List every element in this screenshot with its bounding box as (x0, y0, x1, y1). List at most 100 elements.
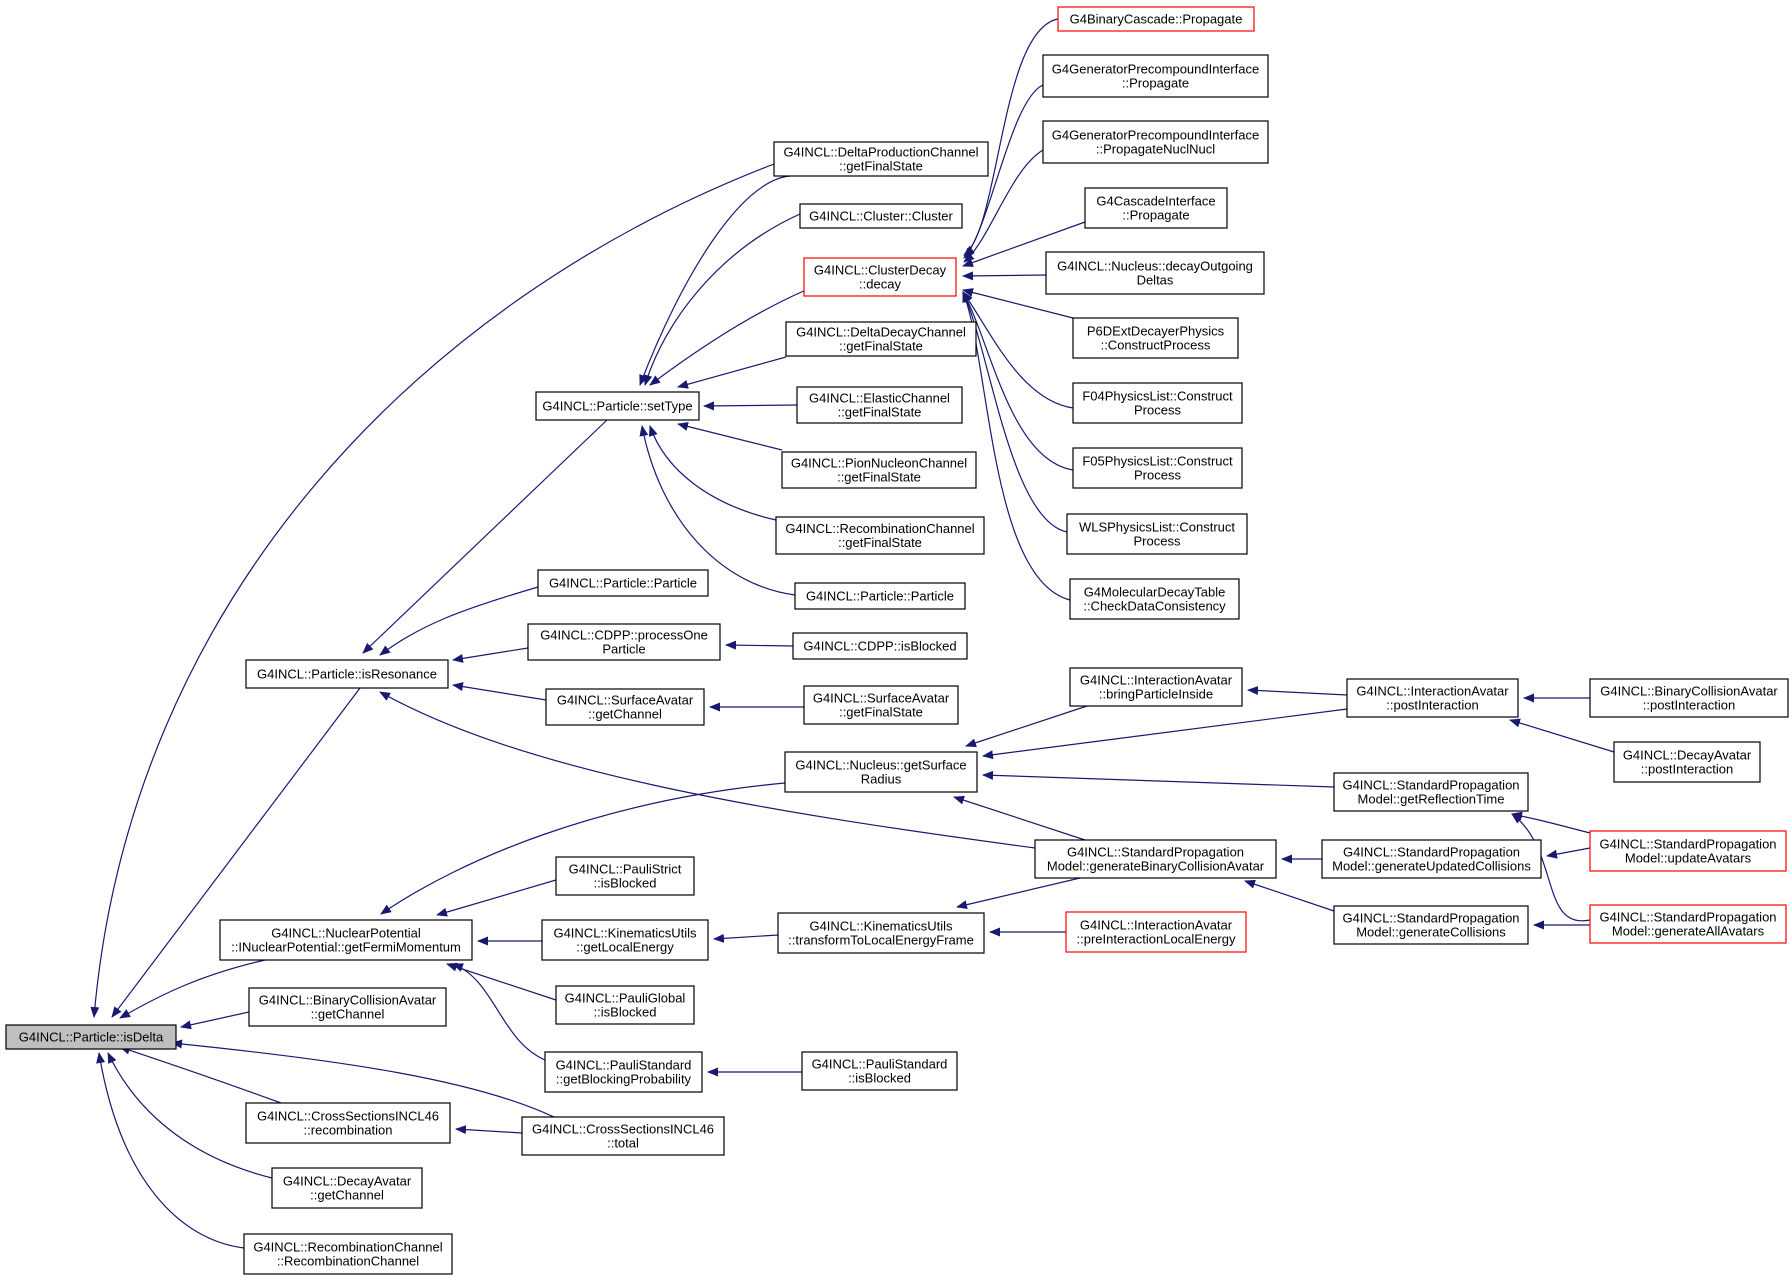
node-box (219, 919, 473, 961)
node-label: Model::generateAllAvatars (1612, 924, 1765, 939)
node-box (245, 659, 449, 689)
edge-cdppProcess-to-isResonance (452, 647, 529, 663)
node-elasticCh[interactable]: G4INCL::ElasticChannel::getFinalState (796, 386, 963, 424)
node-label: G4INCL::Nucleus::getSurface (795, 758, 966, 773)
node-label: ::CheckDataConsistency (1083, 599, 1226, 614)
node-recombCh[interactable]: G4INCL::RecombinationChannel::getFinalSt… (775, 516, 985, 555)
node-setType[interactable]: G4INCL::Particle::setType (535, 391, 700, 421)
node-genCollisions[interactable]: G4INCL::StandardPropagationModel::genera… (1333, 905, 1529, 945)
node-binaryGetCh[interactable]: G4INCL::BinaryCollisionAvatar::getChanne… (248, 987, 447, 1027)
node-box (1321, 839, 1542, 879)
node-label: G4GeneratorPrecompoundInterface (1052, 62, 1259, 77)
node-xsRecomb[interactable]: G4INCL::CrossSectionsINCL46::recombinati… (245, 1102, 451, 1144)
edge-cascadeIface-to-clusterDecay (962, 221, 1086, 267)
node-xsTotal[interactable]: G4INCL::CrossSectionsINCL46::total (521, 1116, 725, 1156)
node-label: G4INCL::StandardPropagation (1342, 778, 1519, 793)
node-p6dext[interactable]: P6DExtDecayerPhysics::ConstructProcess (1072, 317, 1239, 359)
node-cascadeIface[interactable]: G4CascadeInterface::Propagate (1084, 187, 1228, 229)
node-f05[interactable]: F05PhysicsList::ConstructProcess (1072, 447, 1243, 489)
node-surfaceFinal[interactable]: G4INCL::SurfaceAvatar::getFinalState (803, 685, 959, 725)
node-updateAvatars[interactable]: G4INCL::StandardPropagationModel::update… (1589, 830, 1787, 872)
edge-getReflection-to-nucleusSurf (982, 770, 1335, 788)
edge-genPrecoProp-to-clusterDecay (963, 84, 1044, 259)
node-pionNucleonCh[interactable]: G4INCL::PionNucleonChannel::getFinalStat… (781, 451, 977, 489)
node-label: G4INCL::Particle::isResonance (257, 667, 437, 682)
node-preInteraction[interactable]: G4INCL::InteractionAvatar::preInteractio… (1065, 911, 1247, 953)
edge-genAllAvatars-to-getReflection (1511, 813, 1591, 922)
node-label: F04PhysicsList::Construct (1082, 389, 1233, 404)
node-binaryPost[interactable]: G4INCL::BinaryCollisionAvatar::postInter… (1589, 678, 1789, 718)
node-surfaceGetCh[interactable]: G4INCL::SurfaceAvatar::getChannel (545, 688, 705, 726)
node-genAllAvatars[interactable]: G4INCL::StandardPropagationModel::genera… (1589, 904, 1787, 944)
node-label: G4INCL::CrossSectionsINCL46 (257, 1109, 439, 1124)
node-molecular[interactable]: G4MolecularDecayTable::CheckDataConsiste… (1069, 578, 1240, 620)
edge-setType-to-isResonance (362, 419, 608, 654)
node-clusterCluster[interactable]: G4INCL::Cluster::Cluster (799, 203, 963, 229)
node-genBinary[interactable]: G4INCL::StandardPropagationModel::genera… (1034, 839, 1277, 879)
node-box (1589, 904, 1787, 944)
node-particleB[interactable]: G4INCL::Particle::Particle (794, 582, 966, 610)
node-label: Deltas (1137, 273, 1174, 288)
node-wls[interactable]: WLSPhysicsList::ConstructProcess (1066, 513, 1248, 555)
node-label: G4INCL::StandardPropagation (1067, 845, 1244, 860)
node-decayPost[interactable]: G4INCL::DecayAvatar::postInteraction (1613, 741, 1761, 783)
edge-pionNucleonCh-to-setType (677, 422, 783, 451)
node-pauliStrict[interactable]: G4INCL::PauliStrict::isBlocked (555, 856, 695, 896)
node-recombCtor[interactable]: G4INCL::RecombinationChannel::Recombinat… (243, 1233, 453, 1275)
node-label: G4INCL::RecombinationChannel (785, 521, 974, 536)
node-pauliStdProb[interactable]: G4INCL::PauliStandard::getBlockingProbab… (544, 1051, 703, 1093)
node-label: G4INCL::NuclearPotential (271, 926, 421, 941)
edge-wls-to-clusterDecay (962, 291, 1068, 533)
node-cdppBlocked[interactable]: G4INCL::CDPP::isBlocked (792, 632, 968, 660)
node-label: Model::getReflectionTime (1358, 792, 1505, 807)
node-f04[interactable]: F04PhysicsList::ConstructProcess (1072, 382, 1243, 424)
node-box (796, 386, 963, 424)
node-label: ::getFinalState (837, 470, 921, 485)
node-box (803, 685, 959, 725)
node-clusterDecay[interactable]: G4INCL::ClusterDecay::decay (803, 257, 957, 297)
node-nuclearPot[interactable]: G4INCL::NuclearPotential::INuclearPotent… (219, 919, 473, 961)
edge-f04-to-clusterDecay (962, 291, 1074, 409)
node-box (1065, 911, 1247, 953)
node-deltaProdCh[interactable]: G4INCL::DeltaProductionChannel::getFinal… (773, 141, 989, 177)
node-label: F05PhysicsList::Construct (1082, 454, 1233, 469)
node-pauliStdBlocked[interactable]: G4INCL::PauliStandard::isBlocked (801, 1051, 958, 1091)
node-label: Process (1134, 403, 1181, 418)
node-label: Particle (602, 642, 645, 657)
edge-isResonance-to-isDelta (111, 687, 361, 1018)
node-kinTransform[interactable]: G4INCL::KinematicsUtils::transformToLoca… (777, 912, 985, 954)
edge-cdppBlocked-to-cdppProcess (725, 640, 794, 650)
node-isResonance[interactable]: G4INCL::Particle::isResonance (245, 659, 449, 689)
node-box (794, 582, 966, 610)
node-label: G4INCL::ClusterDecay (814, 263, 947, 278)
node-pauliGlobal[interactable]: G4INCL::PauliGlobal::isBlocked (555, 985, 695, 1025)
node-box (1346, 678, 1519, 718)
node-deltaDecayCh[interactable]: G4INCL::DeltaDecayChannel::getFinalState (785, 321, 977, 357)
node-label: ::transformToLocalEnergyFrame (788, 933, 974, 948)
node-particleA[interactable]: G4INCL::Particle::Particle (537, 569, 709, 597)
node-getReflection[interactable]: G4INCL::StandardPropagationModel::getRef… (1333, 772, 1529, 812)
node-bringInside[interactable]: G4INCL::InteractionAvatar::bringParticle… (1069, 667, 1243, 707)
node-decayAvatarCh[interactable]: G4INCL::DecayAvatar::getChannel (271, 1167, 423, 1209)
node-isDelta[interactable]: G4INCL::Particle::isDelta (5, 1024, 177, 1050)
node-genPrecoProp[interactable]: G4GeneratorPrecompoundInterface::Propaga… (1042, 54, 1269, 98)
node-box (1072, 382, 1243, 424)
node-genUpdated[interactable]: G4INCL::StandardPropagationModel::genera… (1321, 839, 1542, 879)
node-box (1589, 830, 1787, 872)
node-genPrecoNucl[interactable]: G4GeneratorPrecompoundInterface::Propaga… (1042, 120, 1269, 164)
node-box (1589, 678, 1789, 718)
node-label: G4INCL::StandardPropagation (1599, 910, 1776, 925)
edge-pauliStrict-to-nuclearPot (436, 879, 557, 917)
node-label: G4INCL::BinaryCollisionAvatar (1600, 684, 1778, 699)
node-label: ::recombination (304, 1123, 393, 1138)
node-postInteraction[interactable]: G4INCL::InteractionAvatar::postInteracti… (1346, 678, 1519, 718)
node-box (1045, 251, 1265, 295)
node-box (777, 912, 985, 954)
node-label: WLSPhysicsList::Construct (1079, 520, 1235, 535)
node-kinLocal[interactable]: G4INCL::KinematicsUtils::getLocalEnergy (541, 919, 709, 961)
node-label: ::getLocalEnergy (576, 940, 674, 955)
node-binaryCascade[interactable]: G4BinaryCascade::Propagate (1057, 6, 1255, 32)
